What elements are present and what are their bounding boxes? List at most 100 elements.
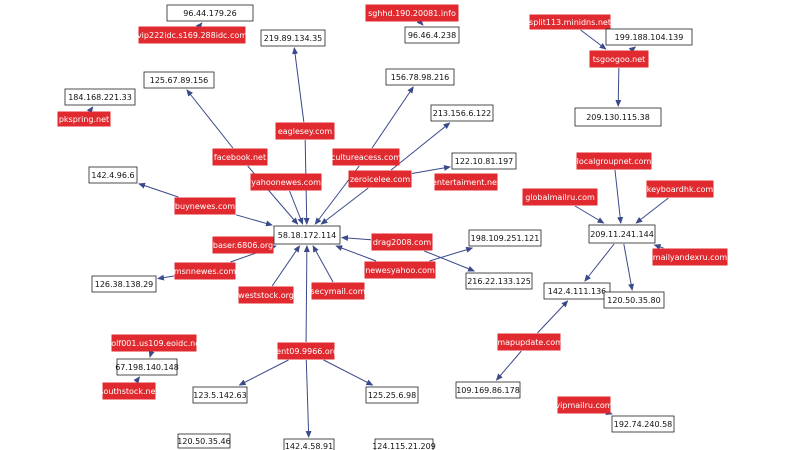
edge-n17-n10 <box>186 89 234 149</box>
node-box <box>365 386 419 404</box>
domain-node-n16[interactable]: cultureacess.com <box>331 148 401 166</box>
domain-node-n19[interactable]: localgroupnet.com <box>576 152 652 170</box>
edge-n19-n28 <box>614 169 624 224</box>
domain-node-n24[interactable]: globalmailru.com <box>522 188 598 206</box>
edge-n28-n40 <box>623 243 635 291</box>
node-box <box>348 170 412 188</box>
domain-node-n42[interactable]: imapupdate.com <box>495 333 563 351</box>
node-box <box>212 236 274 254</box>
node-label: pkspring.net <box>59 115 109 124</box>
ip-node-n18[interactable]: 122.10.81.197 <box>451 152 517 170</box>
node-box <box>364 261 436 279</box>
edge-n39-n27 <box>312 245 334 283</box>
node-label: 142.4.58.91 <box>285 442 333 450</box>
node-box <box>529 14 611 30</box>
node-label: facebook.net <box>214 153 266 162</box>
domain-node-n38[interactable]: weststock.org <box>238 286 294 304</box>
edge-n24-n28 <box>574 205 605 224</box>
node-label: zeroicelee.com <box>350 175 411 184</box>
node-box <box>455 381 521 399</box>
ip-node-n4[interactable]: 96.46.4.238 <box>404 26 460 44</box>
node-box <box>522 188 598 206</box>
domain-node-n25[interactable]: keyboardhk.com <box>646 180 714 198</box>
ip-node-n46[interactable]: 123.5.142.63 <box>192 386 248 404</box>
node-label: 199.188.104.139 <box>615 33 684 42</box>
node-label: 192.74.240.58 <box>614 420 673 429</box>
node-label: secymail.com <box>311 287 366 296</box>
ip-node-n8[interactable]: 209.130.115.38 <box>574 107 662 127</box>
domain-node-n3[interactable]: sghhd.190.20081.info <box>365 4 459 22</box>
domain-node-n33[interactable]: newesyahoo.com <box>364 261 436 279</box>
ip-node-n1[interactable]: 96.44.179.26 <box>166 4 254 22</box>
domain-node-n17[interactable]: facebook.net <box>212 148 268 166</box>
ip-node-n51[interactable]: 120.50.35.46 <box>177 433 231 449</box>
ip-node-n6[interactable]: 199.188.104.139 <box>605 28 693 46</box>
edge-n30-n35 <box>424 250 476 272</box>
ip-node-n28[interactable]: 209.11.241.144 <box>588 224 656 244</box>
domain-node-n2[interactable]: vip222idc.s169.288idc.com <box>137 26 247 44</box>
domain-node-n32[interactable]: mailyandexru.com <box>652 248 728 266</box>
edge-n43-n46 <box>238 359 289 386</box>
domain-node-n5[interactable]: split113.minidns.net <box>529 14 611 30</box>
node-box <box>468 229 542 247</box>
domain-node-n45[interactable]: southstock.net <box>99 382 159 400</box>
edge-n38-n27 <box>271 245 301 287</box>
node-label: 216.22.133.125 <box>467 277 531 286</box>
ip-node-n14[interactable]: 213.156.6.122 <box>430 104 494 122</box>
domain-node-n22[interactable]: entertaiment.net <box>432 173 500 191</box>
edge-n21-n14 <box>390 122 451 171</box>
ip-node-n12[interactable]: 184.168.221.33 <box>64 88 136 106</box>
node-label: 142.4.96.6 <box>91 171 134 180</box>
node-box <box>116 358 178 376</box>
domain-node-n20[interactable]: yahoonewes.com <box>250 173 322 191</box>
domain-node-n39[interactable]: secymail.com <box>311 282 366 300</box>
ip-node-n53[interactable]: 124.115.21.209 <box>372 438 436 450</box>
domain-node-n15[interactable]: eaglesey.com <box>275 122 335 140</box>
domain-node-n21[interactable]: zeroicelee.com <box>348 170 412 188</box>
ip-node-n37[interactable]: 142.4.111.136 <box>543 282 611 300</box>
node-box <box>64 88 136 106</box>
ip-node-n52[interactable]: 142.4.58.91 <box>283 438 335 450</box>
domain-node-n43[interactable]: lent09.9966.org <box>274 342 338 360</box>
node-label: lent09.9966.org <box>274 347 338 356</box>
edge-n34-n36 <box>157 274 175 281</box>
ip-node-n40[interactable]: 120.50.35.80 <box>603 291 665 309</box>
domain-node-n29[interactable]: baser.6806.org <box>212 236 274 254</box>
ip-node-n47[interactable]: 125.25.6.98 <box>365 386 419 404</box>
node-label: 96.46.4.238 <box>408 31 456 40</box>
ip-node-n44[interactable]: 67.198.140.148 <box>115 358 179 376</box>
ip-node-n11[interactable]: 156.78.98.216 <box>385 68 455 86</box>
edge-n5-n7 <box>580 29 607 50</box>
node-label: wolf001.us109.eoidc.net <box>105 339 204 348</box>
ip-node-n36[interactable]: 126.38.138.29 <box>91 275 157 293</box>
ip-node-n31[interactable]: 198.109.251.121 <box>468 229 542 247</box>
ip-node-n23[interactable]: 142.4.96.6 <box>88 166 138 184</box>
node-box <box>275 122 335 140</box>
domain-node-n7[interactable]: tsgoogoo.net <box>589 50 649 68</box>
edge-n42-n48 <box>495 350 522 381</box>
node-label: vipmailru.com <box>555 401 612 410</box>
domain-node-n13[interactable]: pkspring.net <box>57 111 111 127</box>
node-label: 58.18.172.114 <box>278 231 337 240</box>
ip-node-n10[interactable]: 125.67.89.156 <box>143 71 215 89</box>
node-label: 96.44.179.26 <box>183 9 236 18</box>
domain-node-n41[interactable]: wolf001.us109.eoidc.net <box>105 334 204 352</box>
node-box <box>91 275 157 293</box>
node-box <box>166 4 254 22</box>
node-box <box>605 28 693 46</box>
edge-n43-n47 <box>323 359 374 386</box>
domain-node-n34[interactable]: msnnewes.com <box>174 262 236 280</box>
domain-node-n26[interactable]: buynewes.com <box>174 197 236 215</box>
ip-node-n27[interactable]: 58.18.172.114 <box>273 225 341 245</box>
domain-node-n30[interactable]: drag2008.com <box>371 233 433 251</box>
ip-node-n48[interactable]: 109.169.86.178 <box>455 381 521 399</box>
node-box <box>374 438 434 450</box>
node-box <box>404 26 460 44</box>
ip-node-n9[interactable]: 219.89.134.35 <box>260 29 326 47</box>
node-label: entertaiment.net <box>432 178 500 187</box>
node-label: sghhd.190.20081.info <box>368 9 456 18</box>
node-box <box>250 173 322 191</box>
ip-node-n50[interactable]: 192.74.240.58 <box>611 415 675 433</box>
ip-node-n35[interactable]: 216.22.133.125 <box>465 272 533 290</box>
domain-node-n49[interactable]: vipmailru.com <box>555 396 613 414</box>
